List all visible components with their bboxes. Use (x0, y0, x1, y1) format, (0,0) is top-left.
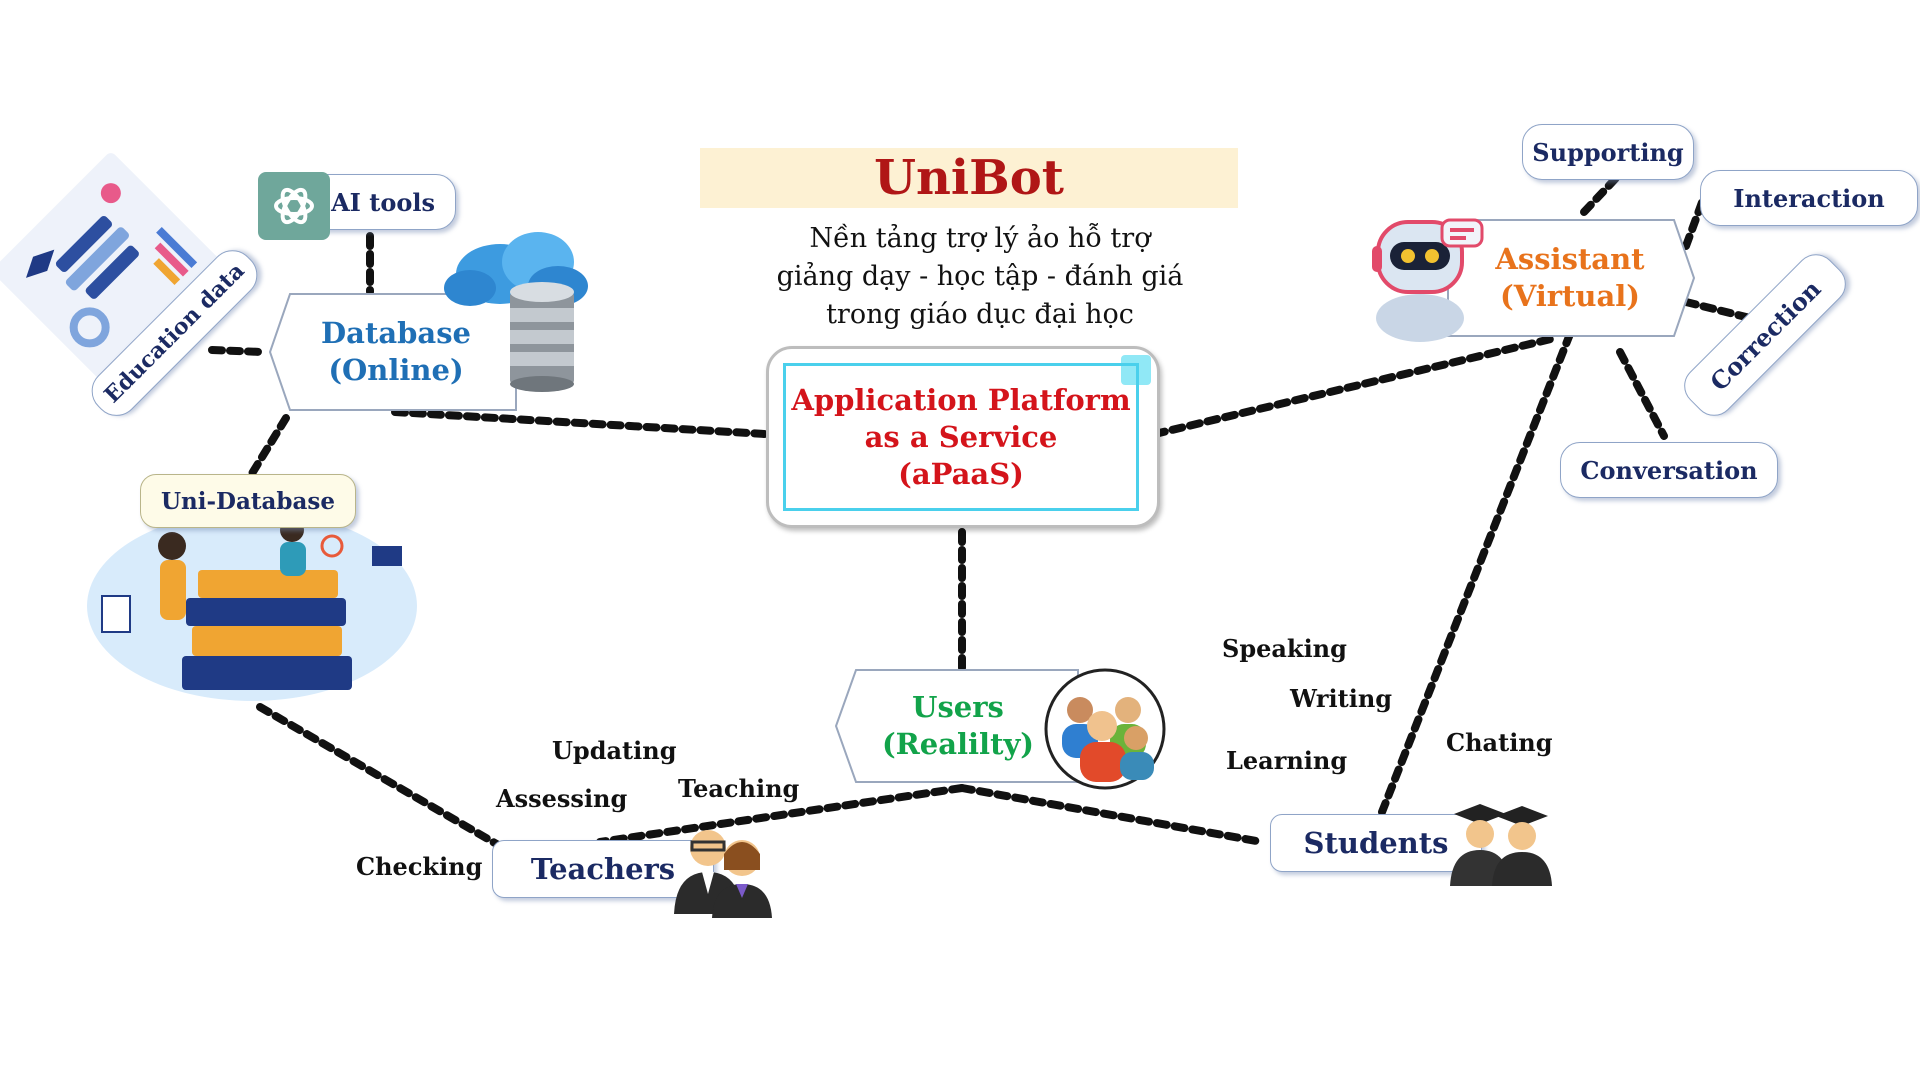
ai-logo-icon (258, 172, 330, 240)
core-line-2: as a Service (864, 419, 1058, 454)
database-label: Database (Online) (296, 300, 496, 404)
assistant-label: Assistant (Virtual) (1470, 226, 1670, 330)
subtitle: Nền tảng trợ lý ảo hỗ trợ giảng dạy - họ… (720, 220, 1240, 334)
link-database-unidatabase (244, 414, 290, 484)
conversation-label: Conversation (1580, 455, 1758, 485)
teachers-pill: Teachers (492, 840, 714, 898)
graduates-icon (1450, 804, 1552, 886)
link-users-students (958, 784, 1266, 846)
robot-icon (1372, 218, 1484, 342)
title-banner: UniBot (700, 148, 1238, 208)
uni-database-illustration (87, 511, 417, 701)
teaching-label: Teaching (678, 774, 800, 803)
database-line-1: Database (321, 316, 471, 350)
cloud-server-icon (444, 232, 588, 392)
users-line-1: Users (912, 690, 1004, 724)
checking-label: Checking (356, 852, 483, 881)
users-line-2: (Realilty) (881, 727, 1035, 761)
teachers-icon (674, 830, 772, 918)
students-pill: Students (1270, 814, 1482, 872)
users-box-shape (834, 669, 1079, 783)
chating-label: Chating (1446, 728, 1553, 757)
core-platform-box: Application Platform as a Service (aPaaS… (766, 346, 1160, 528)
link-unidatabase-teachers (256, 703, 504, 850)
ai-knot-icon (274, 187, 314, 225)
updating-label: Updating (552, 736, 677, 765)
uni-database-label: Uni-Database (160, 487, 335, 515)
ai-tools-label: AI tools (331, 187, 435, 217)
learning-label: Learning (1226, 746, 1348, 775)
link-database-core (391, 408, 769, 438)
users-label: Users (Realilty) (860, 674, 1056, 778)
interaction-pill: Interaction (1700, 170, 1918, 226)
interaction-label: Interaction (1733, 183, 1885, 213)
uni-database-pill: Uni-Database (140, 474, 356, 528)
link-education-database (208, 346, 266, 356)
supporting-pill: Supporting (1522, 124, 1694, 180)
link-assistant-supporting (1580, 172, 1622, 216)
link-assistant-correction (1682, 298, 1754, 322)
database-line-2: (Online) (328, 353, 464, 387)
supporting-label: Supporting (1532, 137, 1684, 167)
assistant-line-2: (Virtual) (1499, 279, 1640, 313)
conversation-pill: Conversation (1560, 442, 1778, 498)
assistant-line-1: Assistant (1495, 242, 1645, 276)
students-label: Students (1303, 826, 1449, 860)
teachers-label: Teachers (530, 852, 676, 886)
subtitle-line-3: trong giáo dục đại học (826, 299, 1134, 330)
group-people-icon (1044, 668, 1166, 790)
education-illustration (0, 150, 224, 384)
link-users-teachers (596, 784, 966, 846)
education-chart-icon (26, 183, 198, 348)
link-assistant-students (1378, 330, 1574, 816)
link-core-assistant (1151, 334, 1559, 438)
page-title: UniBot (874, 150, 1064, 206)
core-line-3: (aPaaS) (898, 456, 1024, 491)
link-assistant-conversation (1616, 348, 1668, 440)
writing-label: Writing (1290, 684, 1393, 713)
subtitle-line-1: Nền tảng trợ lý ảo hỗ trợ (809, 223, 1151, 254)
education-data-card: Education data (0, 137, 273, 434)
core-platform-label: Application Platform as a Service (aPaaS… (783, 363, 1139, 511)
assessing-label: Assessing (496, 784, 628, 813)
core-line-1: Application Platform (791, 382, 1131, 417)
speaking-label: Speaking (1222, 634, 1347, 663)
subtitle-line-2: giảng dạy - học tập - đánh giá (776, 261, 1184, 292)
